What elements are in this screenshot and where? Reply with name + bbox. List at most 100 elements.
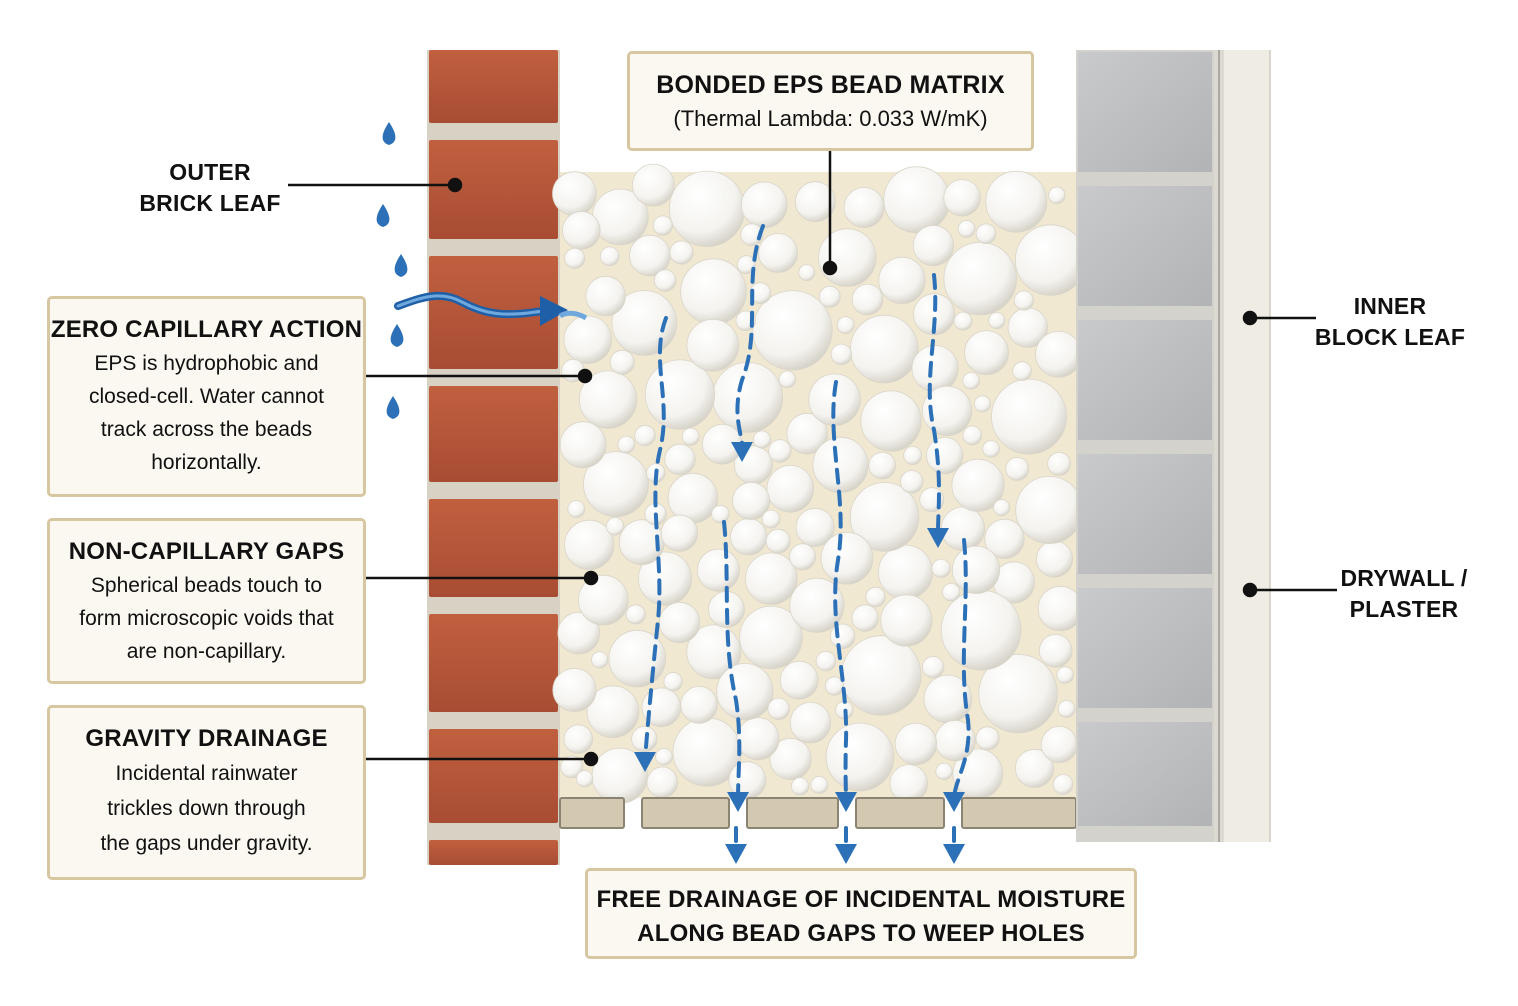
drainage-path xyxy=(831,380,849,802)
drainage-summary-line2: ALONG BEAD GAPS TO WEEP HOLES xyxy=(637,920,1085,947)
concrete-block xyxy=(1078,722,1212,826)
eps-bead xyxy=(818,228,877,287)
eps-bead xyxy=(978,653,1058,734)
brick xyxy=(429,729,558,823)
eps-bead xyxy=(591,651,609,669)
water-drop-icon xyxy=(376,204,390,227)
eps-bead xyxy=(818,285,841,308)
eps-bead xyxy=(660,514,699,552)
concrete-block xyxy=(1078,52,1212,172)
eps-bead xyxy=(843,186,885,228)
eps-bead xyxy=(825,722,895,792)
callout-body: Incidental rainwater trickles down throu… xyxy=(100,762,313,855)
eps-bead xyxy=(631,725,658,753)
eps-bead xyxy=(585,275,626,317)
brick xyxy=(429,50,558,123)
eps-bead xyxy=(1035,330,1082,378)
weep-tray-segment xyxy=(855,797,945,829)
drainage-summary-box: FREE DRAINAGE OF INCIDENTAL MOISTURE ALO… xyxy=(585,868,1137,959)
concrete-block xyxy=(1078,186,1212,306)
eps-bead xyxy=(851,283,884,316)
eps-bead xyxy=(739,605,803,670)
callout-gravity-drainage: GRAVITY DRAINAGE Incidental rainwater tr… xyxy=(47,705,366,880)
eps-bead xyxy=(557,611,601,655)
weep-tray-segment xyxy=(746,797,839,829)
eps-bead xyxy=(583,451,649,518)
eps-bead xyxy=(658,601,701,644)
eps-bead xyxy=(769,737,812,781)
eps-bead xyxy=(815,651,837,672)
eps-bead xyxy=(575,770,594,788)
inner-block-leaf xyxy=(1076,50,1214,842)
eps-bead xyxy=(567,500,586,518)
inner-block-leaf-label: INNER BLOCK LEAF xyxy=(1314,293,1466,350)
drainage-arrowheads xyxy=(634,442,965,864)
eps-bead xyxy=(921,655,945,679)
eps-bead xyxy=(586,685,640,738)
eps-bead xyxy=(894,722,938,766)
eps-bead xyxy=(940,589,1022,671)
eps-bead xyxy=(617,435,636,454)
eps-bead xyxy=(1012,361,1032,381)
arrow-down-icon xyxy=(927,528,949,548)
eps-bead xyxy=(830,343,853,366)
arrow-down-icon xyxy=(835,844,857,864)
eps-bead xyxy=(711,504,730,524)
eps-bead xyxy=(745,552,798,605)
eps-bead xyxy=(752,430,772,449)
eps-bead xyxy=(982,440,1000,458)
eps-bead xyxy=(663,672,683,692)
eps-bead xyxy=(779,660,819,700)
eps-bead xyxy=(962,425,983,446)
water-drop-icon xyxy=(386,396,400,419)
eps-bead xyxy=(632,163,675,207)
callout-body: EPS is hydrophobic and closed-cell. Wate… xyxy=(89,352,324,474)
eps-bead xyxy=(1013,290,1034,311)
eps-bead xyxy=(943,179,981,217)
eps-bead xyxy=(951,545,1001,594)
eps-bead xyxy=(943,241,1017,316)
eps-bead xyxy=(559,421,607,469)
eps-bead xyxy=(609,349,635,375)
eps-bead xyxy=(795,507,835,547)
eps-bead xyxy=(563,724,594,754)
callout-title: GRAVITY DRAINAGE xyxy=(85,725,328,752)
eps-bead xyxy=(984,518,1025,560)
brick xyxy=(429,386,558,482)
eps-bead xyxy=(652,215,673,236)
arrow-down-icon xyxy=(835,792,857,812)
eps-bead xyxy=(953,311,973,331)
eps-bead xyxy=(795,181,836,223)
brick xyxy=(429,499,558,597)
eps-bead xyxy=(638,551,693,606)
water-drop-icon xyxy=(394,254,408,277)
eps-bead xyxy=(851,604,879,632)
eps-bead xyxy=(669,240,694,265)
eps-bead xyxy=(926,436,964,475)
eps-bead xyxy=(912,224,955,267)
eps-bead xyxy=(664,443,696,476)
eps-bead xyxy=(921,385,973,436)
eps-bead xyxy=(1014,224,1087,296)
eps-bead xyxy=(732,481,771,520)
eps-bead xyxy=(740,181,788,229)
eps-bead xyxy=(681,427,700,446)
matrix-title: BONDED EPS BEAD MATRIX xyxy=(656,71,1005,99)
drainage-path xyxy=(952,538,971,802)
eps-bead xyxy=(957,219,976,238)
eps-bead xyxy=(865,586,886,608)
eps-bead xyxy=(680,685,718,724)
arrow-down-icon xyxy=(943,792,965,812)
drywall-plaster-layer xyxy=(1214,50,1271,842)
eps-bead xyxy=(761,509,781,529)
eps-bead xyxy=(951,458,1005,512)
eps-bead xyxy=(878,256,926,304)
eps-bead xyxy=(561,211,601,250)
eps-bead xyxy=(768,439,792,463)
eps-bead xyxy=(878,544,934,600)
eps-bead xyxy=(1048,186,1066,205)
eps-bead xyxy=(564,247,586,269)
weep-tray-segment xyxy=(641,797,730,829)
eps-bead xyxy=(696,548,740,592)
eps-beads xyxy=(552,163,1087,804)
